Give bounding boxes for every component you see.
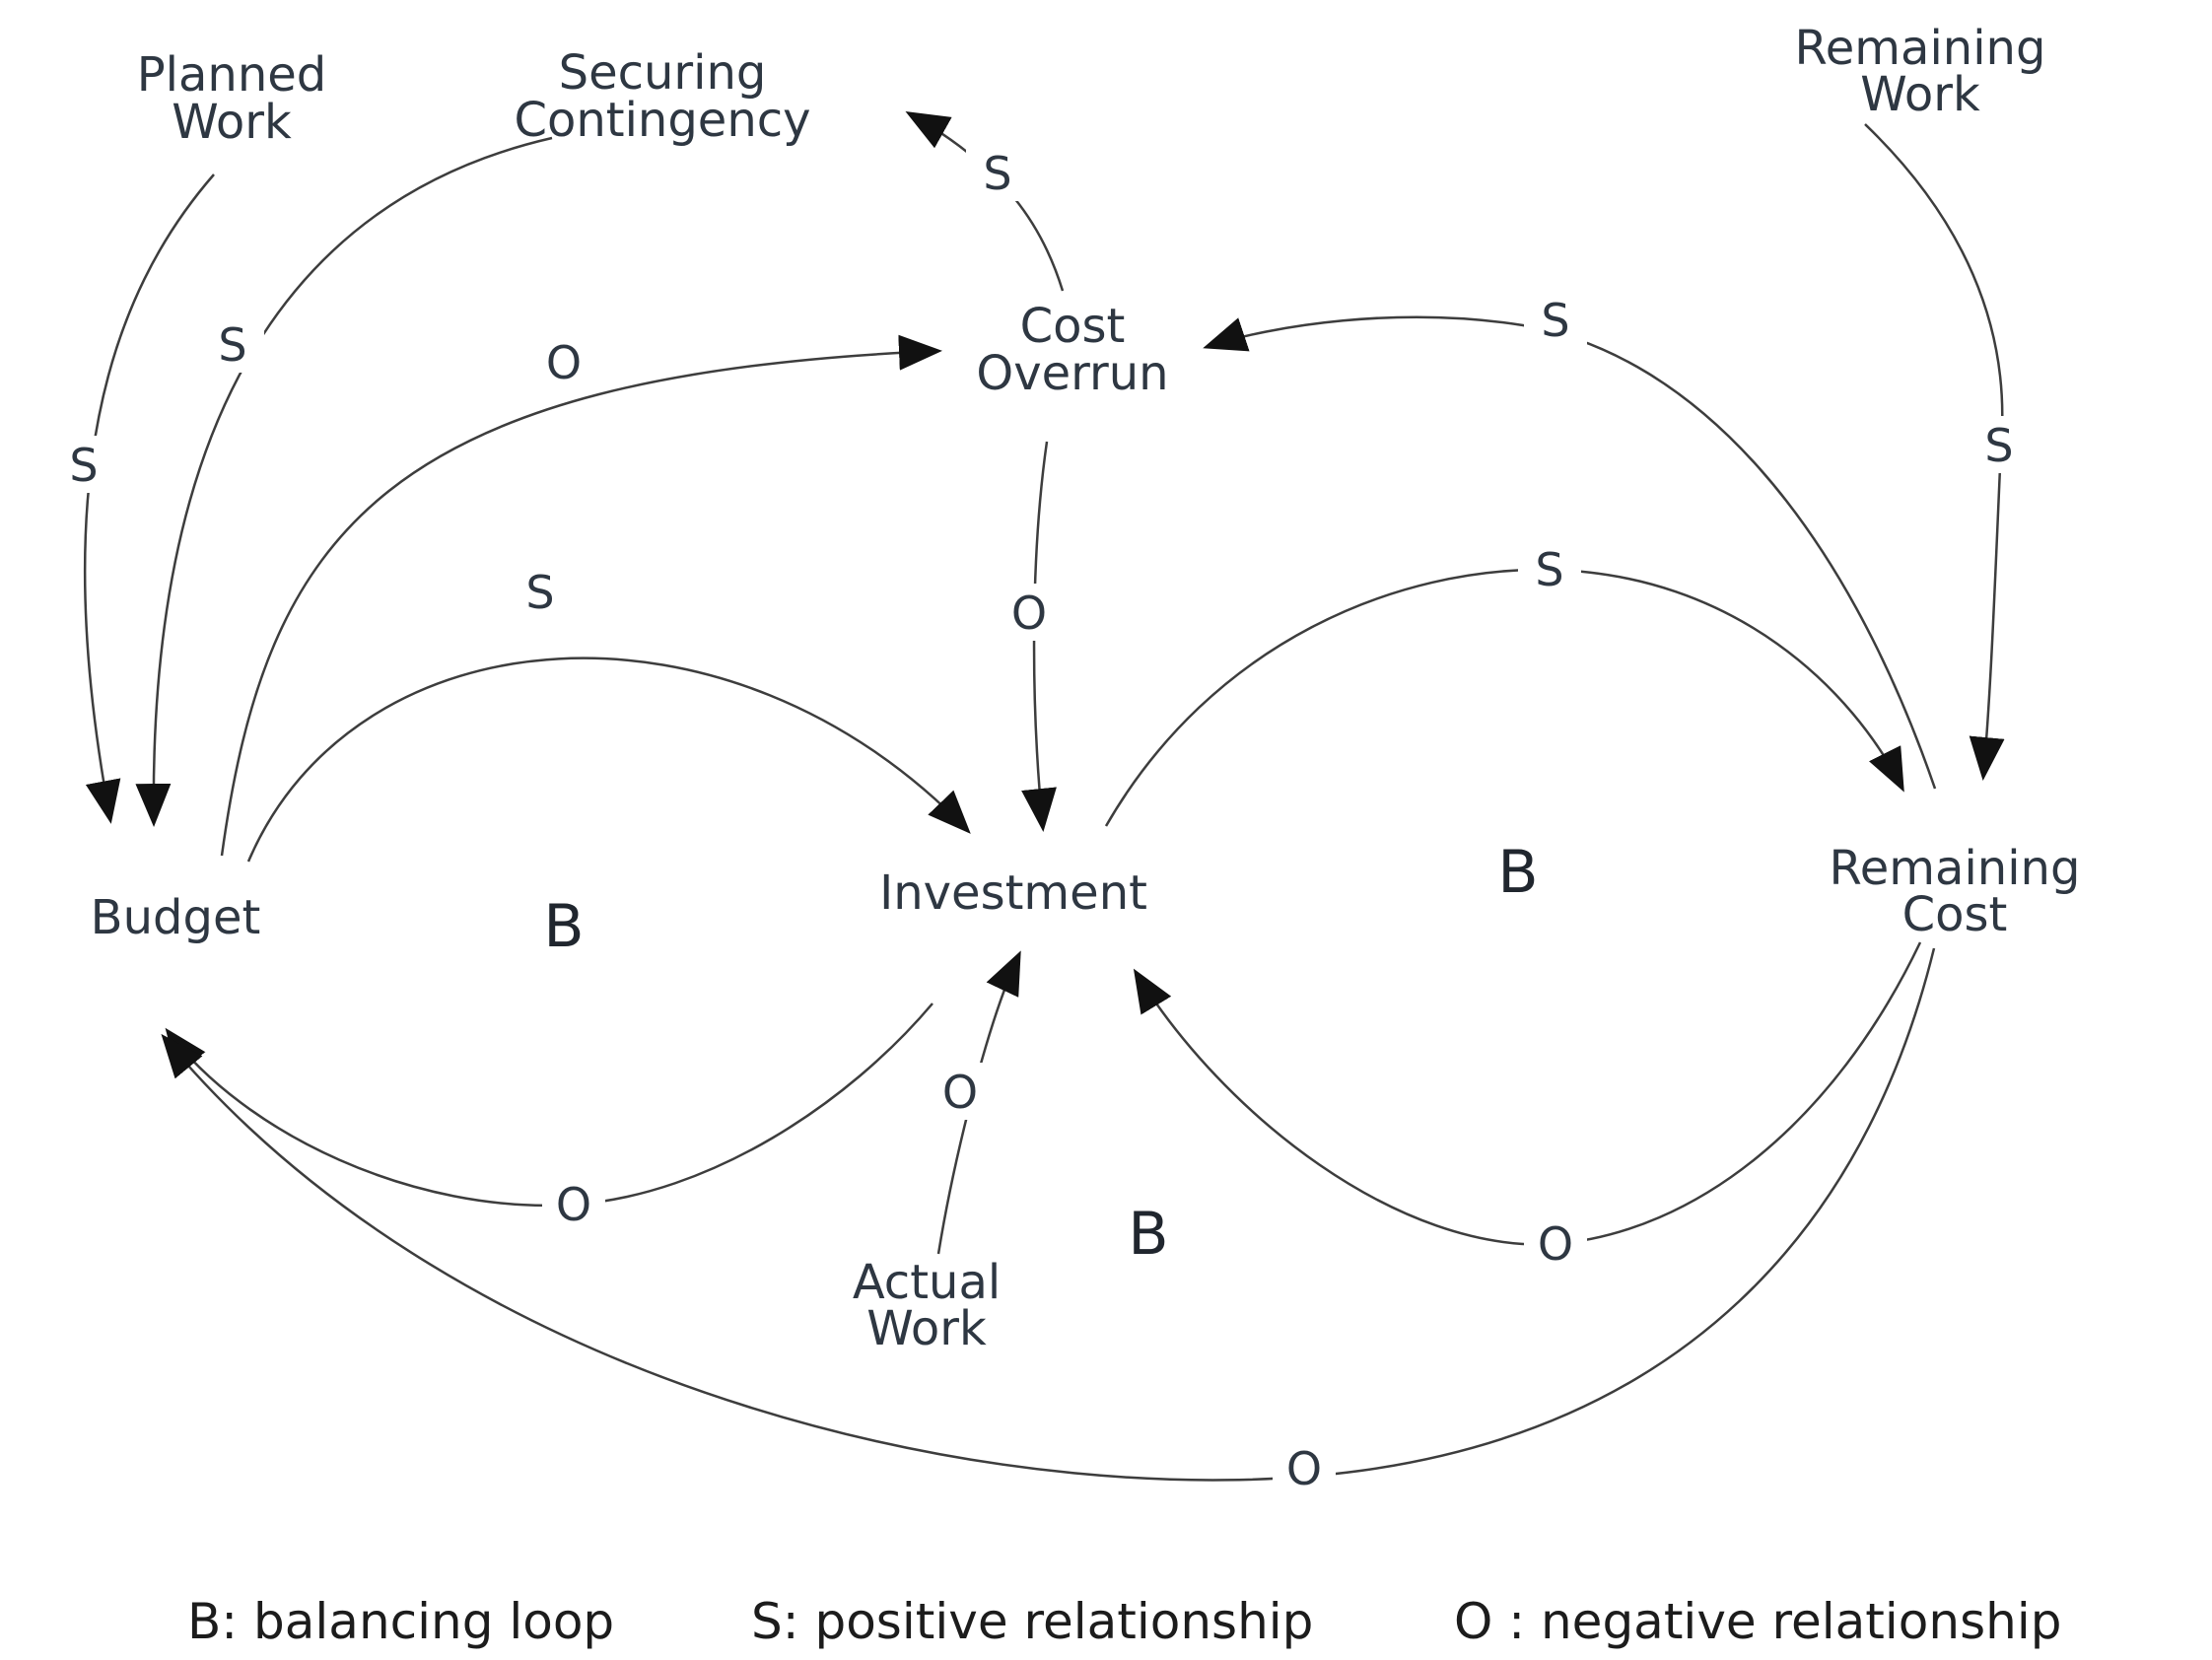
edge-label-budget-cost-overrun: O bbox=[546, 336, 582, 389]
node-remaining-cost-line2: Cost bbox=[1902, 887, 2008, 942]
label-mask bbox=[1968, 416, 2031, 473]
label-mask bbox=[509, 563, 572, 620]
edge-label-remaining-cost-cost-overrun: S bbox=[1541, 294, 1569, 347]
edge-label-cost-overrun-securing: S bbox=[983, 147, 1011, 200]
arrow-planned-work-to-budget bbox=[83, 173, 215, 824]
label-mask bbox=[52, 436, 115, 493]
edge-label-remaining-work-remaining-cost: S bbox=[1984, 419, 2013, 472]
legend-positive-relationship: S: positive relationship bbox=[751, 1593, 1313, 1650]
node-cost-overrun-line2: Overrun bbox=[976, 346, 1168, 401]
edge-label-planned-work-budget: S bbox=[69, 439, 98, 492]
edge-label-investment-remaining-cost: S bbox=[1535, 543, 1563, 596]
label-mask bbox=[1524, 1214, 1587, 1272]
loop-label-actual-work-investment: B bbox=[1128, 1200, 1168, 1269]
label-mask bbox=[1273, 1439, 1336, 1496]
loop-label-budget-investment: B bbox=[543, 892, 584, 961]
edge-label-remaining-cost-investment: O bbox=[1538, 1217, 1573, 1271]
edge-label-budget-investment: S bbox=[525, 566, 554, 619]
edge-label-investment-budget: O bbox=[556, 1178, 591, 1231]
node-remaining-cost-line1: Remaining bbox=[1830, 841, 2081, 896]
node-planned-work-line2: Work bbox=[172, 95, 292, 150]
node-securing-contingency-line2: Contingency bbox=[514, 93, 810, 148]
node-securing-contingency-line1: Securing bbox=[559, 45, 767, 101]
node-actual-work-line2: Work bbox=[866, 1301, 987, 1356]
arrow-securing-contingency-to-budget bbox=[135, 136, 553, 827]
arrow-remaining-cost-to-investment bbox=[1133, 941, 1922, 1246]
edge-label-actual-work-investment: O bbox=[942, 1066, 978, 1119]
label-mask bbox=[532, 333, 595, 390]
node-remaining-work-line2: Work bbox=[1860, 67, 1980, 122]
label-mask bbox=[1524, 291, 1587, 348]
legend-balancing-loop: B: balancing loop bbox=[187, 1593, 614, 1650]
edge-label-remaining-cost-budget: O bbox=[1286, 1442, 1322, 1495]
loop-label-investment-remaining-cost: B bbox=[1497, 838, 1538, 907]
node-investment: Investment bbox=[879, 865, 1147, 921]
label-mask bbox=[998, 584, 1061, 641]
label-mask bbox=[929, 1063, 992, 1120]
label-mask bbox=[1518, 540, 1581, 597]
node-cost-overrun-line1: Cost bbox=[1020, 299, 1126, 354]
label-mask bbox=[542, 1175, 605, 1232]
node-actual-work-line1: Actual bbox=[853, 1255, 1001, 1310]
node-budget: Budget bbox=[91, 890, 261, 945]
arrow-budget-to-investment bbox=[246, 657, 971, 863]
edge-label-cost-overrun-investment: O bbox=[1011, 587, 1047, 640]
node-remaining-work-line1: Remaining bbox=[1795, 21, 2046, 76]
legend-negative-relationship: O : negative relationship bbox=[1454, 1593, 2061, 1650]
edge-label-securing-contingency-budget: S bbox=[218, 318, 246, 372]
arrow-investment-to-remaining-cost bbox=[1104, 568, 1904, 827]
arrow-cost-overrun-to-securing-contingency bbox=[905, 111, 1065, 292]
label-mask bbox=[966, 144, 1029, 201]
arrow-budget-to-cost-overrun bbox=[220, 334, 942, 857]
label-mask bbox=[201, 315, 264, 373]
node-planned-work-line1: Planned bbox=[137, 47, 327, 103]
